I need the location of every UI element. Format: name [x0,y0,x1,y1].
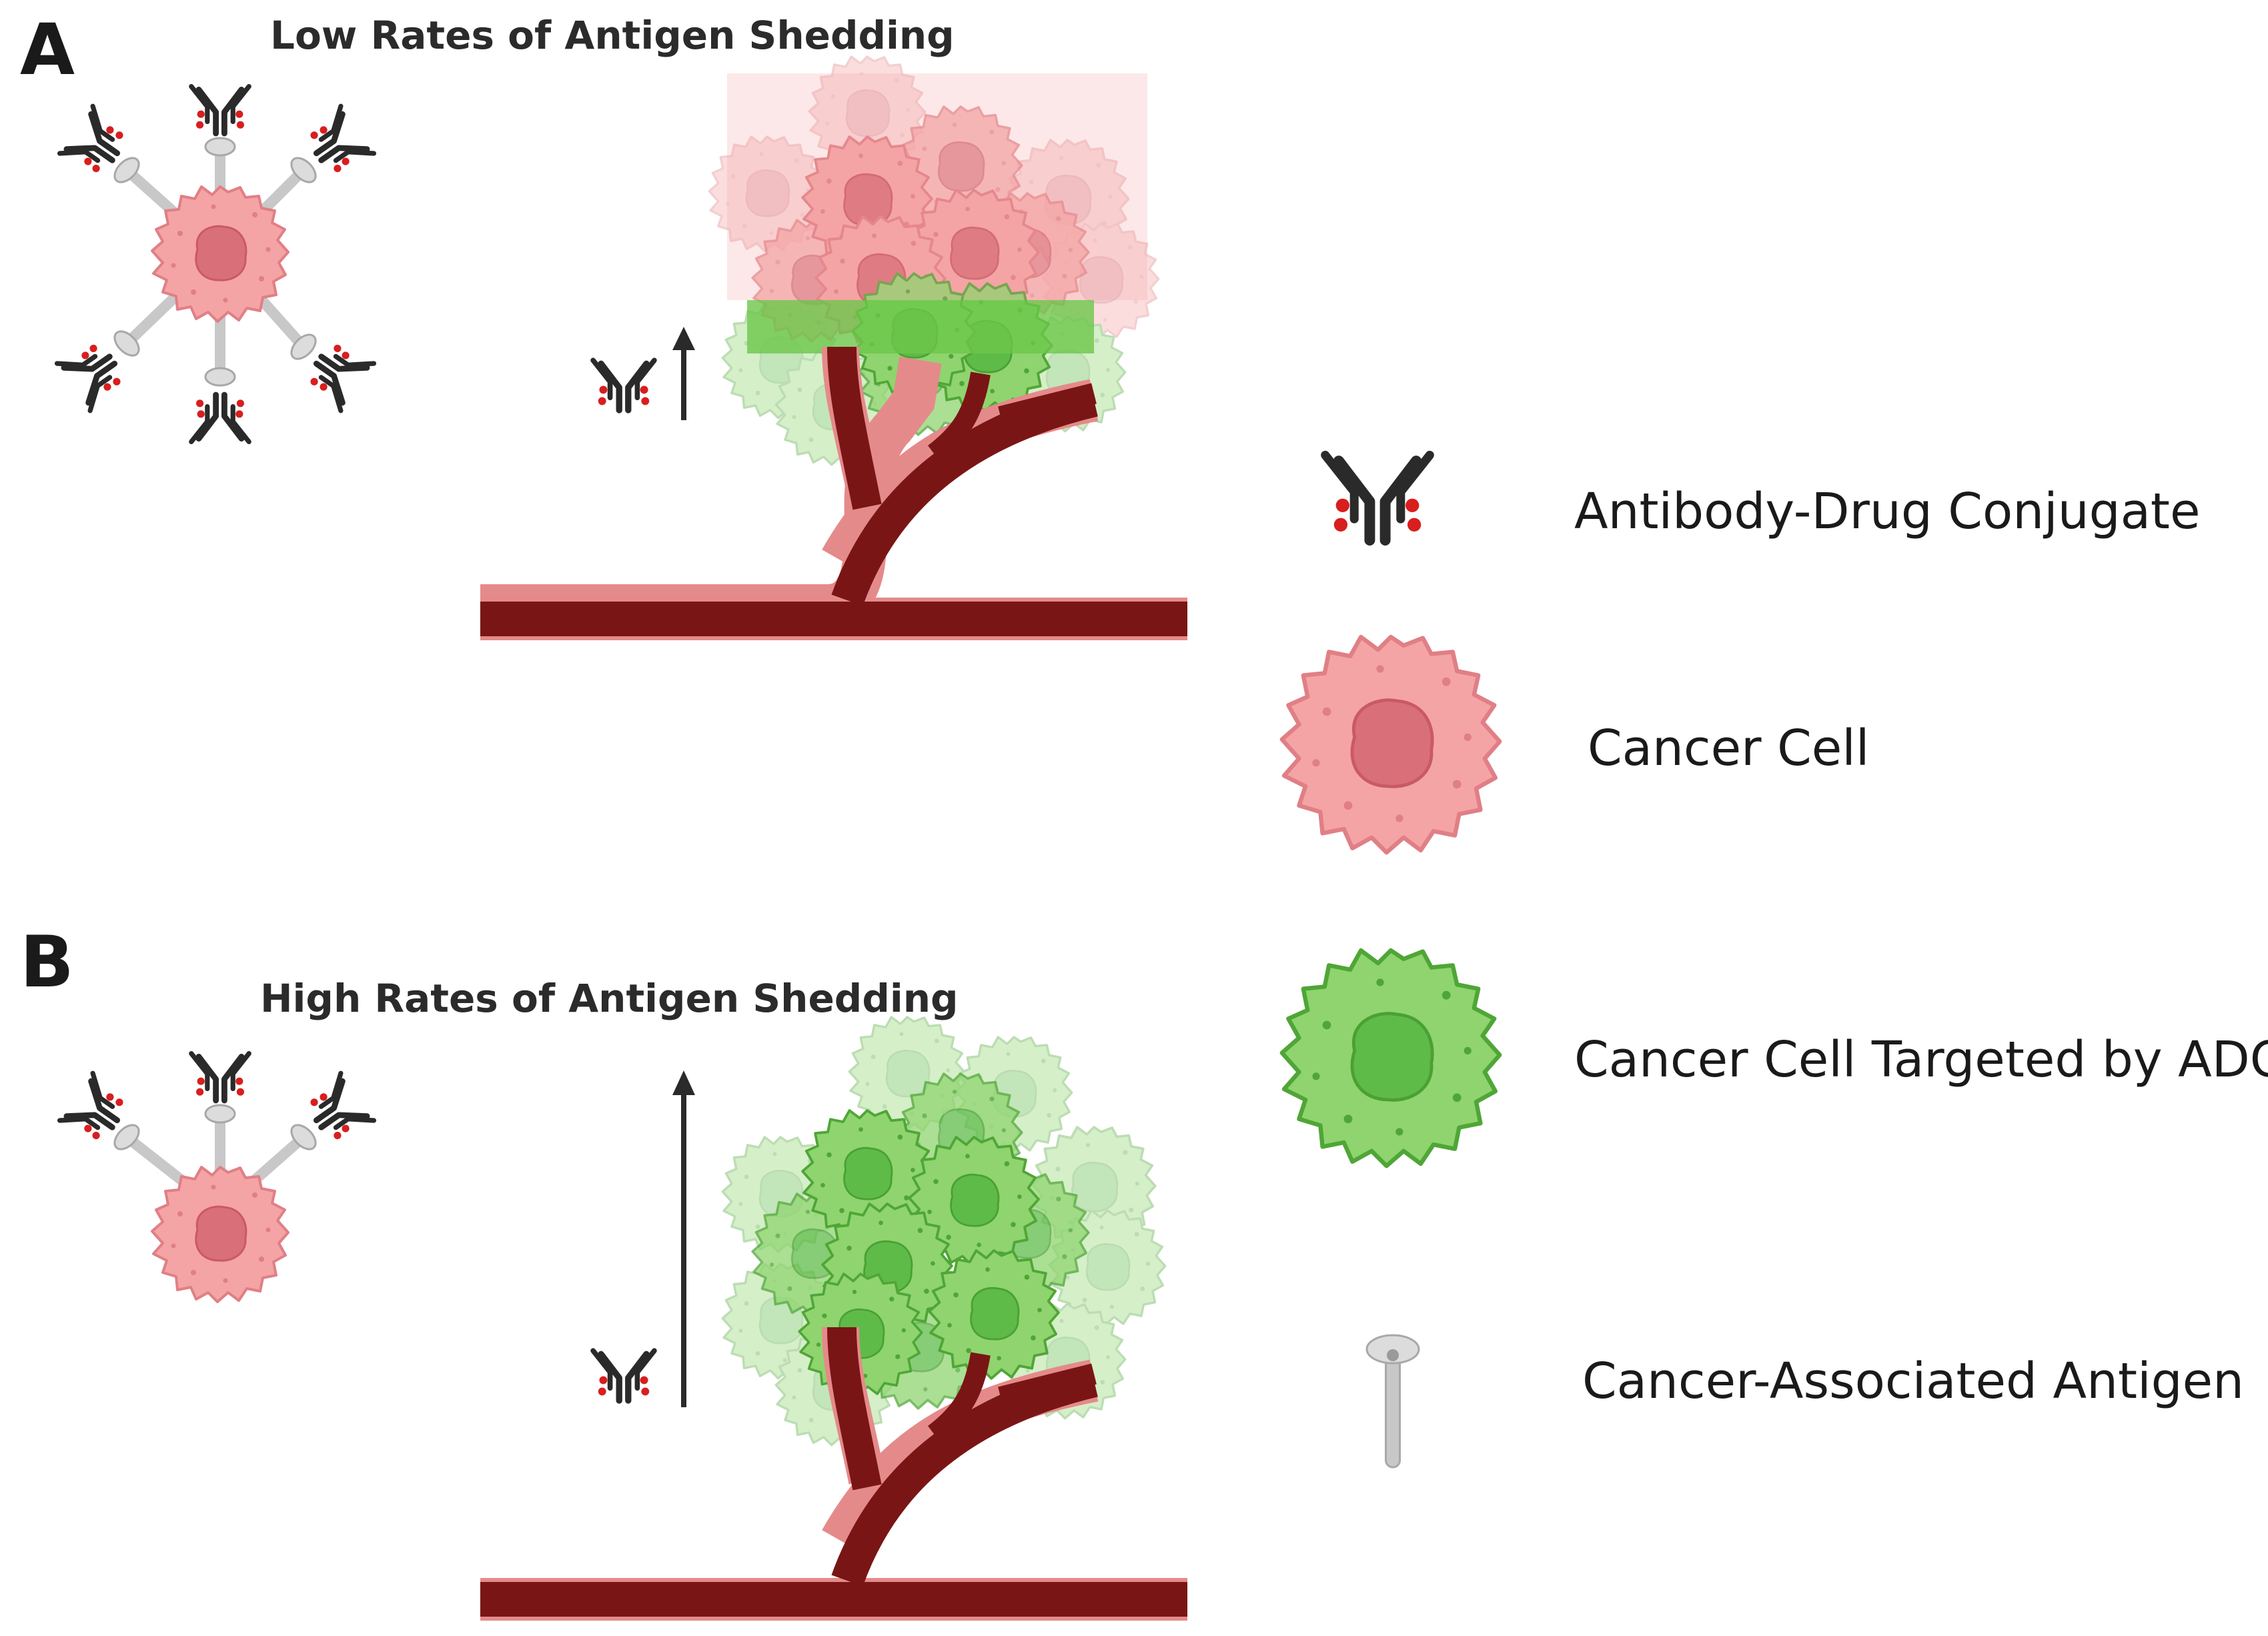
targeted-cancer-cell-icon [1282,950,1500,1166]
legend-label-cancer-cell: Cancer Cell [1588,720,1870,777]
legend-label-antigen: Cancer-Associated Antigen [1582,1353,2245,1410]
cancer-cell-icon [1282,637,1500,852]
panel-b-title: High Rates of Antigen Shedding [260,976,959,1021]
panel-a-blood-vessel [480,346,1187,640]
panel-a-tumor [708,55,1160,466]
legend-label-targeted-cell: Cancer Cell Targeted by ADC [1574,1031,2268,1088]
antigen-icon [1365,1334,1420,1469]
panel-b-bound-cell [60,1054,374,1303]
legend-label-adc: Antibody-Drug Conjugate [1574,483,2201,540]
panel-b-letter: B [20,921,74,1003]
panel-b-blood-vessel [480,1327,1187,1621]
panel-a-letter: A [20,9,75,91]
panel-b-tumor [721,1016,1167,1447]
panel-a-adc-penetration-arrow [593,327,695,420]
antibody-drug-conjugate-icon [1325,455,1430,540]
panel-a-bound-cell [57,87,374,442]
panel-b-adc-penetration-arrow [593,1070,695,1407]
panel-a-title: Low Rates of Antigen Shedding [270,13,955,58]
